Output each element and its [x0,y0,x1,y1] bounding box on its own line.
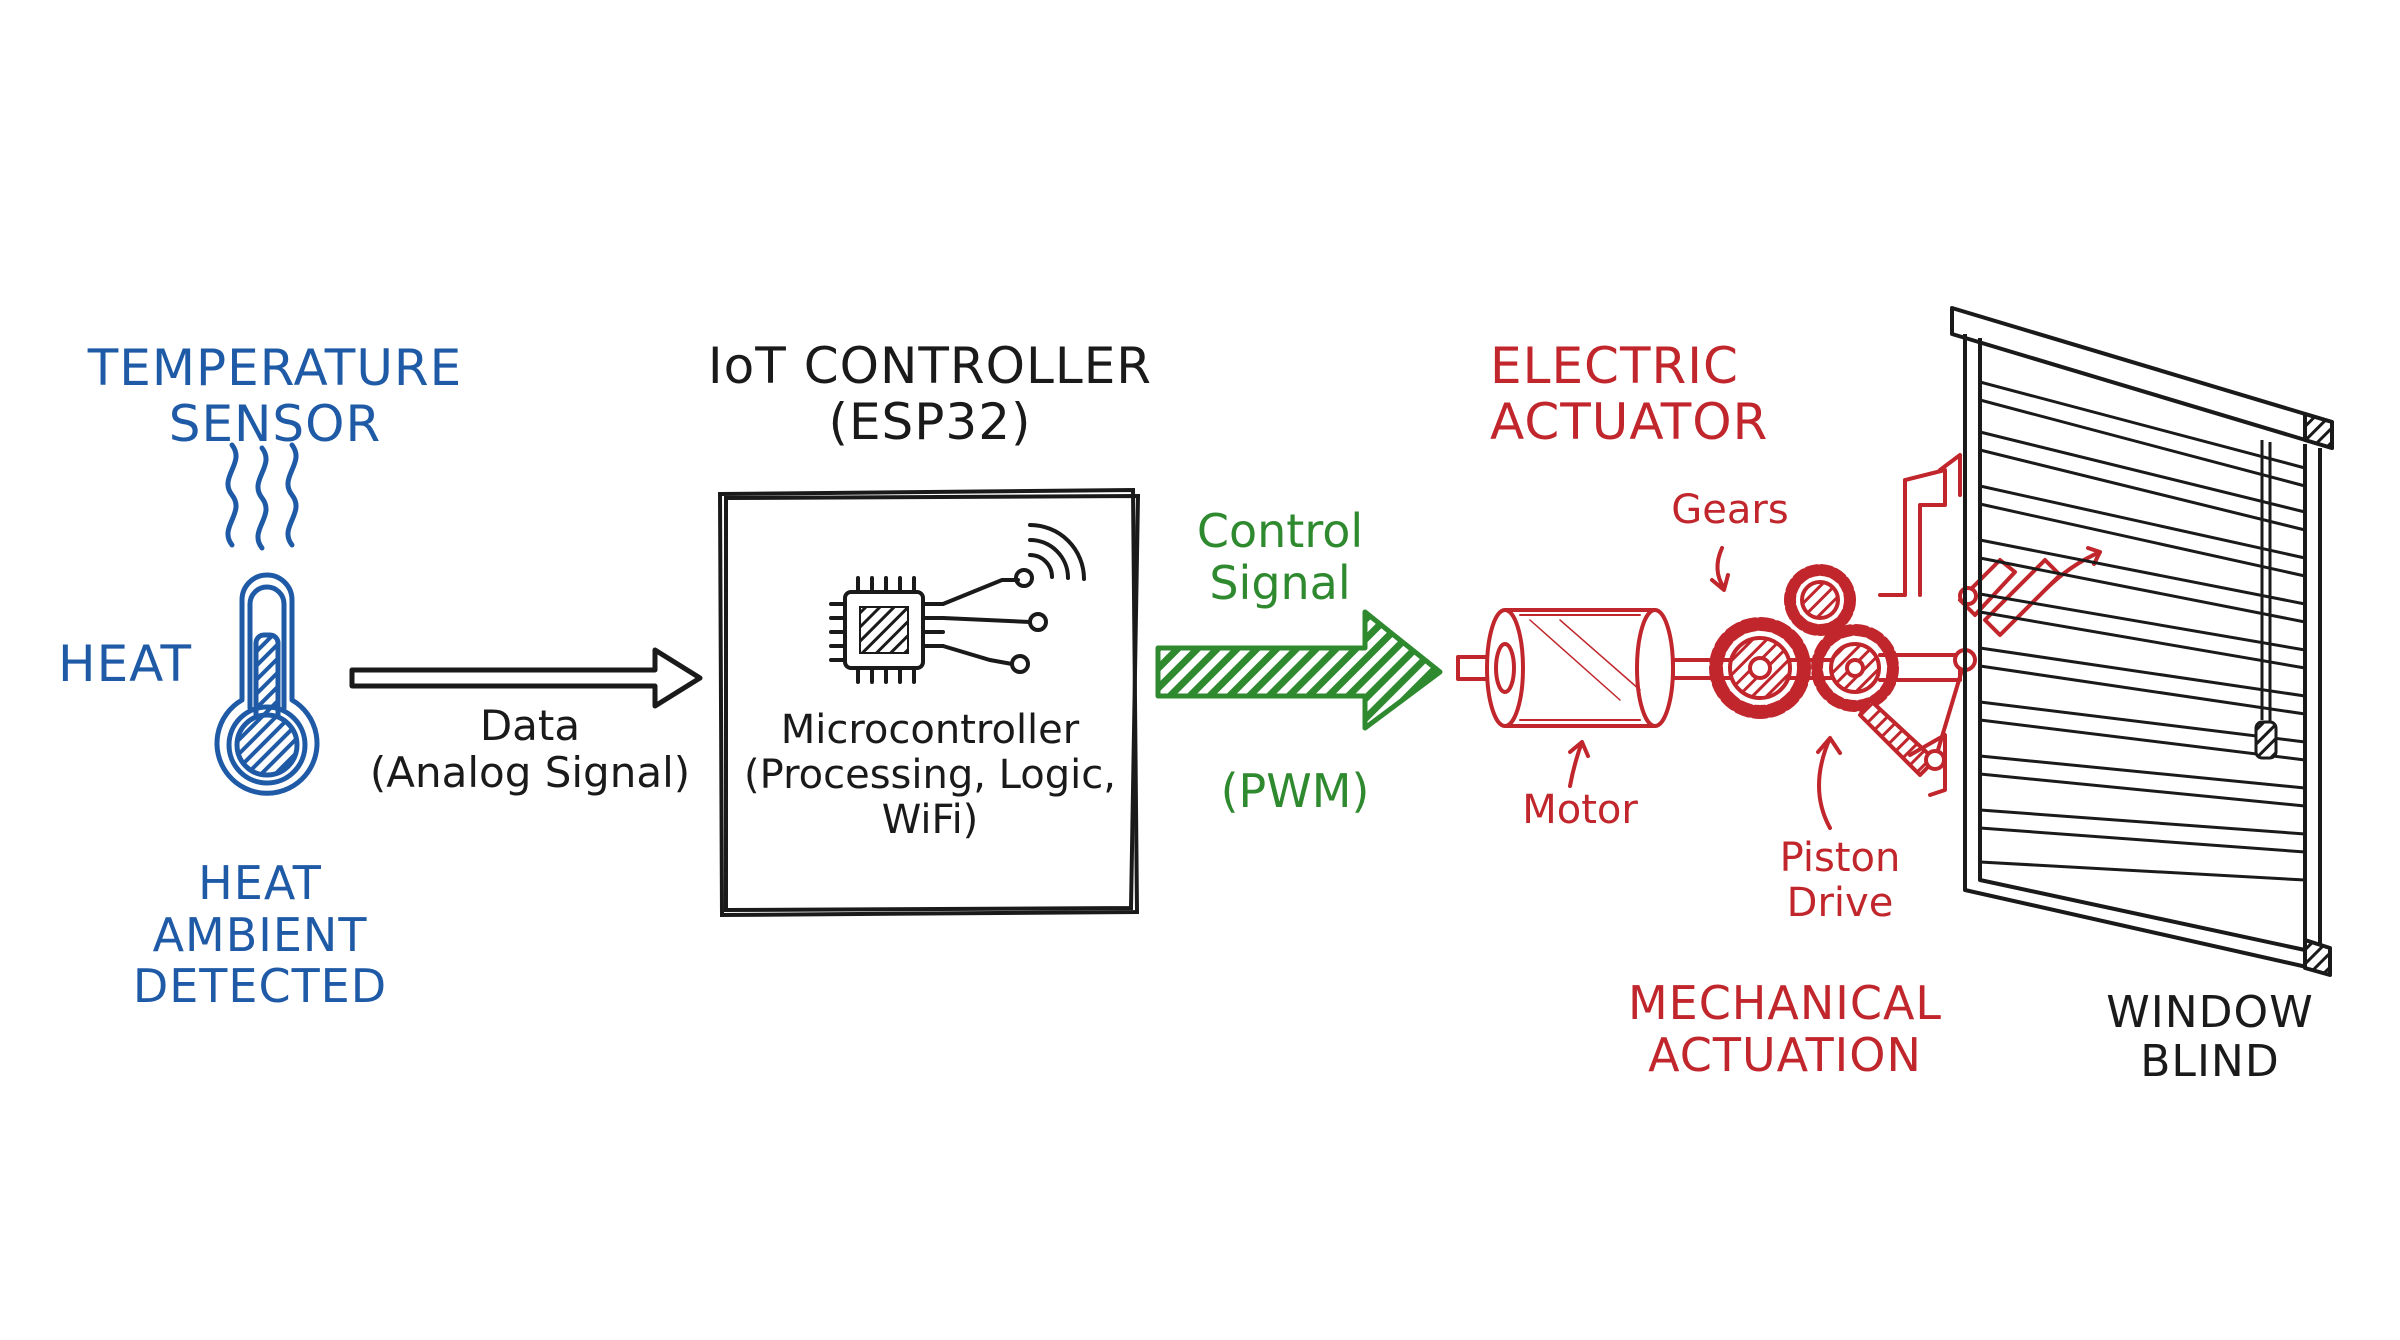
control-signal-label: Control Signal [1160,504,1400,610]
sensor-caption-line-1: HEAT [198,856,322,910]
motor-label: Motor [1522,787,1638,833]
gears-pointer-arrow [1710,546,1730,592]
sensor-caption: HEAT AMBIENT DETECTED [100,856,420,1014]
piston-pointer-arrow [1816,736,1842,830]
heat-waves-icon [225,442,299,551]
mechanical-actuation-caption: MECHANICAL ACTUATION [1600,976,1970,1082]
heat-label: HEAT [57,635,193,693]
controller-title-line-2: (ESP32) [828,393,1032,451]
sensor-caption-line-3: DETECTED [132,959,388,1014]
control-signal-label-line-1: Control [1196,504,1364,558]
window-blind-icon [1950,306,2334,977]
data-arrow [349,647,703,709]
controller-body-line-3: WiFi) [881,796,979,843]
thermometer-icon [214,442,320,796]
microcontroller-chip-icon [829,523,1086,684]
control-signal-arrow [1155,609,1443,731]
window-blind-caption-line-2: BLIND [2140,1036,2280,1088]
sensor-title-line-1: TEMPERATURE [87,339,463,397]
sensor-title-line-2: SENSOR [168,395,382,453]
piston-drive-label: Piston Drive [1740,836,1940,926]
motor-pointer-arrow [1568,740,1590,788]
blind-cord [2260,440,2272,722]
controller-box [717,487,1141,918]
motor-icon [1456,608,1675,728]
controller-title-line-1: IoT CONTROLLER [707,337,1153,395]
sensor-caption-line-2: AMBIENT [152,907,368,962]
actuator-title-line-1: ELECTRIC [1490,337,1739,395]
controller-body-line-1: Microcontroller [780,707,1080,753]
blind-slats [1979,380,2306,882]
actuator-assembly [1456,453,2102,830]
window-blind-caption-line-1: WINDOW [2106,987,2314,1038]
gears-label: Gears [1671,487,1789,533]
gears-icon [1709,564,1899,719]
data-link-label: Data (Analog Signal) [360,702,700,796]
data-link-label-line-1: Data [479,701,581,750]
mechanical-actuation-caption-line-1: MECHANICAL [1627,976,1943,1030]
control-signal-label-line-2: Signal [1209,555,1351,610]
mechanical-actuation-caption-line-2: ACTUATION [1648,1027,1922,1082]
wifi-icon [1028,523,1086,581]
controller-body: Microcontroller (Processing, Logic, WiFi… [735,708,1125,842]
actuator-title: ELECTRIC ACTUATOR [1490,338,1810,450]
window-blind-caption: WINDOW BLIND [2060,988,2360,1087]
piston-drive-icon [1858,453,2102,797]
sensor-title: TEMPERATURE SENSOR [70,340,480,452]
pwm-label: (PWM) [1220,764,1370,818]
data-link-label-line-2: (Analog Signal) [369,748,691,798]
controller-body-line-2: (Processing, Logic, [744,751,1116,798]
controller-title: IoT CONTROLLER (ESP32) [690,338,1170,450]
actuator-title-line-2: ACTUATOR [1490,393,1769,451]
piston-drive-label-line-1: Piston [1779,835,1901,881]
piston-drive-label-line-2: Drive [1786,879,1894,926]
